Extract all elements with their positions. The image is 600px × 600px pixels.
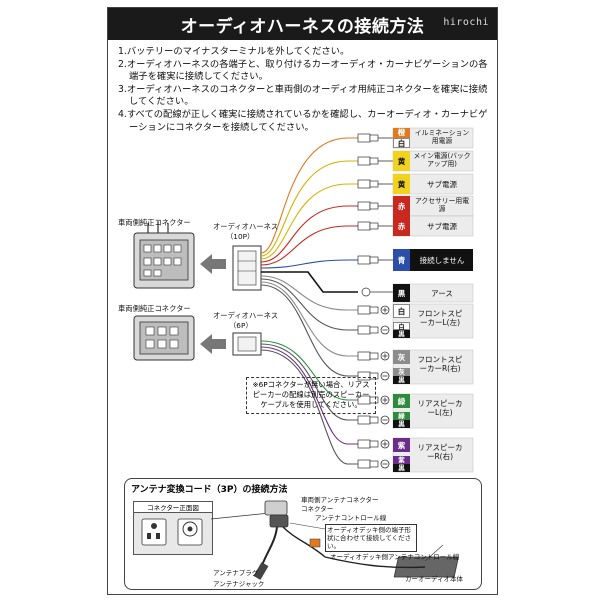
speaker-tag-green-black: 緑 黒 xyxy=(393,412,410,428)
tag-orange: 橙 xyxy=(393,128,410,138)
antenna-cable-diagram xyxy=(210,500,459,580)
not-connected-box xyxy=(393,249,473,271)
tag-black-stripe-4: 黒 xyxy=(393,464,410,472)
wire-leads xyxy=(370,137,393,293)
harness-6p-pins: （6P） xyxy=(229,321,253,330)
function-main-power: メイン電源(バックアップ用) xyxy=(413,152,471,168)
step-2: 2.オーディオハーネスの各端子と、取り付けるカーオーディオ・カーナビゲーションの… xyxy=(118,58,488,83)
speaker-tag-purple-black: 紫 黒 xyxy=(393,456,410,472)
tag-gray-stripe: 灰 xyxy=(393,368,410,376)
wire-tag-red-1: 赤 xyxy=(393,196,410,216)
wire-tag-yellow-1: 黄 xyxy=(393,151,410,171)
harness-connector-10p-icon xyxy=(232,245,262,291)
antenna-title: アンテナ変換コード（3P）の接続方法 xyxy=(131,485,288,495)
watermark: hirochi xyxy=(443,17,489,28)
instruction-sheet: オーディオハーネスの接続方法 hirochi 1.バッテリーのマイナスターミナル… xyxy=(107,7,498,595)
wire-tag-blue: 青 xyxy=(393,249,410,271)
harness-10p-pins: （10P） xyxy=(226,232,255,241)
vehicle-connector-6p-icon xyxy=(133,315,195,361)
speaker-tag-purple: 紫 xyxy=(393,438,410,452)
function-front-speaker-right: フロントスピーカーR(右) xyxy=(417,355,463,373)
speaker-tag-white: 白 xyxy=(393,304,410,318)
vehicle-antenna-connector-label: 車両側アンテナコネクター xyxy=(301,496,379,504)
car-audio-body-label: カーオーディオ本体 xyxy=(405,575,464,583)
polarity-marks xyxy=(382,307,388,465)
antenna-jack-label: アンテナジャック xyxy=(213,580,265,588)
title-bar: オーディオハーネスの接続方法 hirochi xyxy=(108,8,497,40)
terminal-connectors xyxy=(357,133,379,469)
function-sub-power-1: サブ電源 xyxy=(427,180,457,189)
function-sub-power-2: サブ電源 xyxy=(427,222,457,231)
step-3: 3.オーディオハーネスのコネクターと車両側のオーディオ用純正コネクターを確実に接… xyxy=(118,83,488,108)
tag-white-stripe: 白 xyxy=(393,322,410,331)
speaker-tag-gray: 灰 xyxy=(393,350,410,364)
note-6p: ※6Pコネクターが無い場合、リアスピーカーの配線は別売のスピーカーケーブルを使用… xyxy=(246,377,376,414)
function-accessory-power: アクセサリー用電源 xyxy=(414,197,470,213)
antenna-control-line-label: アンテナコントロール線 xyxy=(315,514,387,522)
front-view-label: コネクター正面図 xyxy=(134,502,212,513)
deck-antenna-control-line-label: オーディオデッキ側アンテナコントロール線 xyxy=(330,553,460,561)
arrow-left-icon xyxy=(200,254,226,274)
wire-tag-orange-white: 橙 白 xyxy=(393,128,410,148)
harness-10p-label: オーディオハーネス xyxy=(213,222,279,231)
function-ground: アース xyxy=(431,289,453,298)
connector-front-view: コネクター正面図 xyxy=(133,501,213,555)
tag-black-stripe-3: 黒 xyxy=(393,420,410,428)
vehicle-connector-10p-icon xyxy=(133,221,195,289)
speaker-tag-white-black: 白 黒 xyxy=(393,322,410,338)
tag-purple-stripe: 紫 xyxy=(393,456,410,464)
speaker-tag-gray-black: 灰 黒 xyxy=(393,368,410,384)
function-illumination: イルミネーション用電源 xyxy=(414,129,470,145)
function-rear-speaker-left: リアスピーカーL(左) xyxy=(417,399,463,417)
antenna-plug-label: アンテナプラグ xyxy=(213,569,259,577)
function-front-speaker-left: フロントスピーカーL(左) xyxy=(417,309,463,327)
antenna-section: アンテナ変換コード（3P）の接続方法 コネクター正面図 xyxy=(124,478,482,590)
vehicle-connector-10p-label: 車両側純正コネクター xyxy=(118,218,191,227)
arrow-left-icon-2 xyxy=(200,334,226,354)
harness-6p-label: オーディオハーネス xyxy=(213,311,279,320)
harness-connector-6p-icon xyxy=(232,332,262,356)
function-rear-speaker-right: リアスピーカーR(右) xyxy=(417,443,463,461)
tag-white: 白 xyxy=(393,138,410,148)
instruction-steps: 1.バッテリーのマイナスターミナルを外してください。 2.オーディオハーネスの各… xyxy=(118,46,493,134)
speaker-tag-green: 緑 xyxy=(393,394,410,408)
vehicle-connector-6p-label: 車両側純正コネクター xyxy=(118,304,191,313)
tag-green-stripe: 緑 xyxy=(393,412,410,420)
wire-tag-black: 黒 xyxy=(393,284,410,302)
wire-tag-red-2: 赤 xyxy=(393,216,410,236)
page-title: オーディオハーネスの接続方法 xyxy=(180,16,425,37)
wire-tag-yellow-2: 黄 xyxy=(393,174,410,194)
connector-label: コネクター xyxy=(301,505,334,513)
deck-terminal-note: オーディオデッキ側の端子形状に合わせて接続してください。 xyxy=(325,524,417,552)
tag-black-stripe: 黒 xyxy=(393,330,410,338)
front-view-icon xyxy=(141,518,203,546)
function-not-connected: 接続しません xyxy=(419,256,465,265)
tag-black-stripe-2: 黒 xyxy=(393,376,410,384)
step-1: 1.バッテリーのマイナスターミナルを外してください。 xyxy=(118,46,350,57)
step-4: 4.すべての配線が正しく確実に接続されているかを確認し、カーオーディオ・カーナビ… xyxy=(118,108,488,133)
